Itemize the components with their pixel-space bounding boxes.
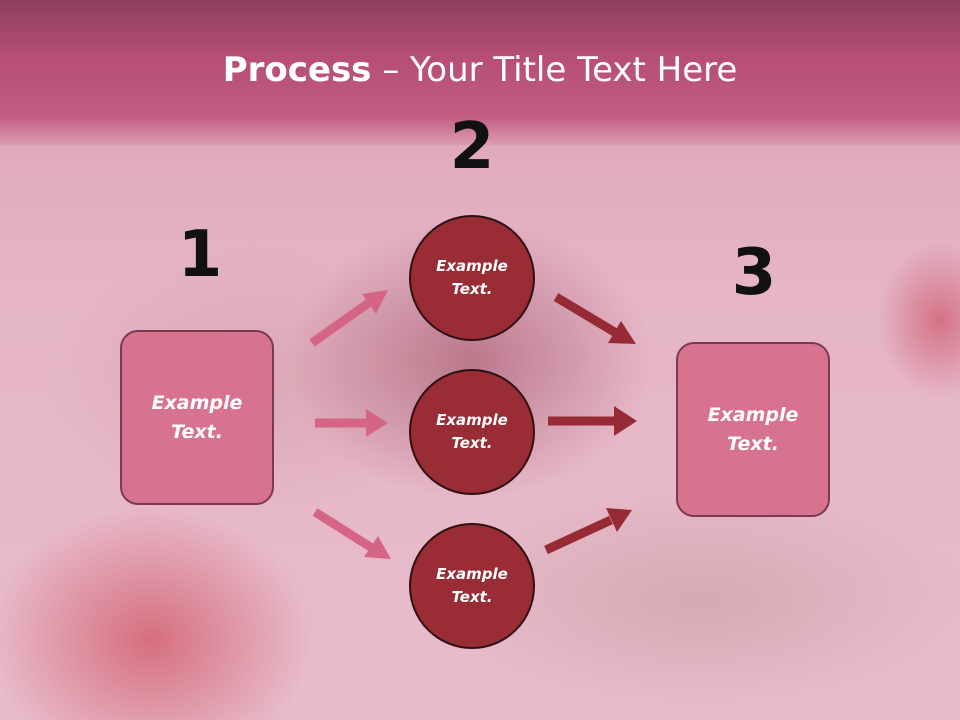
slide-title[interactable]: Process – Your Title Text Here: [0, 50, 960, 90]
arrow-top-to-3: [553, 293, 636, 344]
step-2-circle-top-label: Example Text.: [436, 257, 508, 298]
step-2-circle-bottom-label: Example Text.: [436, 565, 508, 606]
arrow-middle-to-3: [548, 406, 637, 436]
arrow-1-to-middle: [315, 409, 388, 437]
step-2-number: 2: [449, 110, 495, 184]
title-bar: [0, 0, 960, 145]
title-rest: – Your Title Text Here: [371, 50, 738, 90]
step-3-label: Example Text.: [707, 403, 799, 455]
step-1-box[interactable]: Example Text.: [120, 330, 274, 505]
step-1-label: Example Text.: [151, 391, 243, 443]
arrow-bottom-to-3: [544, 508, 632, 555]
arrow-1-to-bottom: [312, 508, 391, 559]
step-3-number: 3: [731, 236, 777, 310]
arrow-1-to-top: [309, 290, 388, 347]
step-3-box[interactable]: Example Text.: [676, 342, 830, 517]
step-2-circle-top[interactable]: Example Text.: [409, 215, 535, 341]
step-1-number: 1: [177, 218, 223, 292]
step-2-circle-bottom[interactable]: Example Text.: [409, 523, 535, 649]
title-bold: Process: [222, 50, 372, 90]
step-2-circle-middle[interactable]: Example Text.: [409, 369, 535, 495]
step-2-circle-middle-label: Example Text.: [436, 411, 508, 452]
